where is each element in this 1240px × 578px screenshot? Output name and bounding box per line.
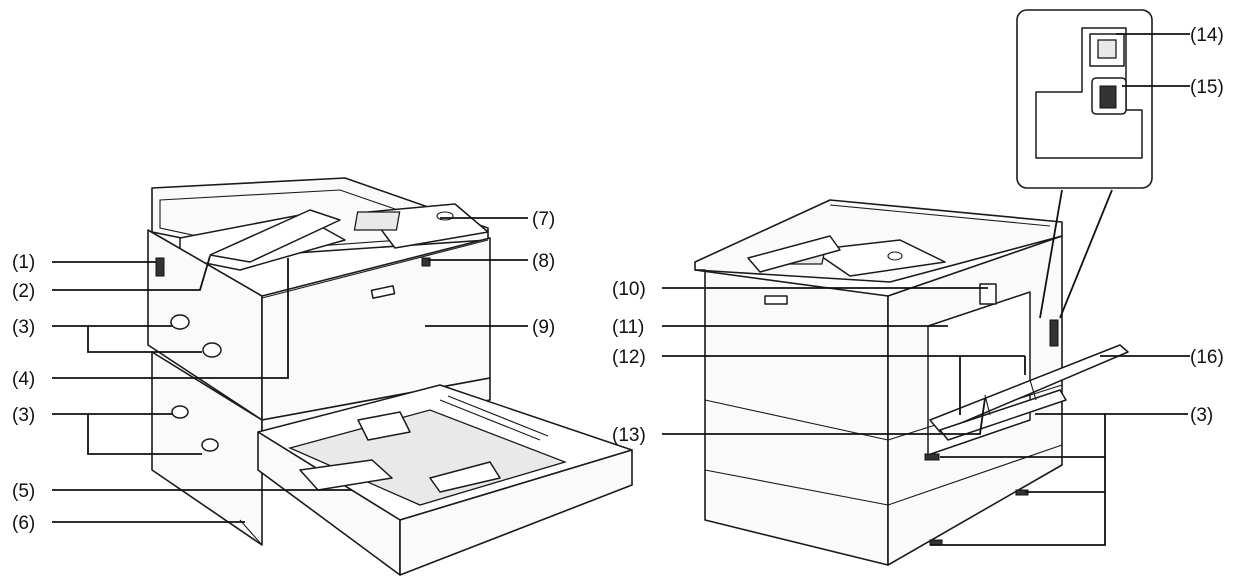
side-printer-illustration: [694, 199, 1129, 566]
callout-7: (7): [532, 209, 555, 230]
callout-10: (10): [612, 279, 646, 300]
connector-inset: [1016, 9, 1153, 319]
callout-5: (5): [12, 481, 35, 502]
callout-8: (8): [532, 251, 555, 272]
callout-2: (2): [12, 281, 35, 302]
callout-6: (6): [12, 513, 35, 534]
callout-16: (16): [1190, 347, 1224, 368]
callout-9: (9): [532, 317, 555, 338]
callout-11: (11): [612, 317, 644, 338]
callout-14: (14): [1190, 25, 1224, 46]
callout-3-right: (3): [1190, 405, 1213, 426]
front-printer-illustration: [147, 177, 633, 576]
callout-4: (4): [12, 369, 35, 390]
callout-3-upper: (3): [12, 317, 35, 338]
callout-1: (1): [12, 252, 35, 273]
callout-13: (13): [612, 425, 646, 446]
callout-15: (15): [1190, 77, 1224, 98]
callout-12: (12): [612, 347, 646, 368]
callout-labels: (1) (2) (3) (4) (3) (5) (6) (7) (8) (9) …: [12, 25, 1224, 534]
callout-3-lower: (3): [12, 405, 35, 426]
leader-lines: [52, 33, 1190, 546]
